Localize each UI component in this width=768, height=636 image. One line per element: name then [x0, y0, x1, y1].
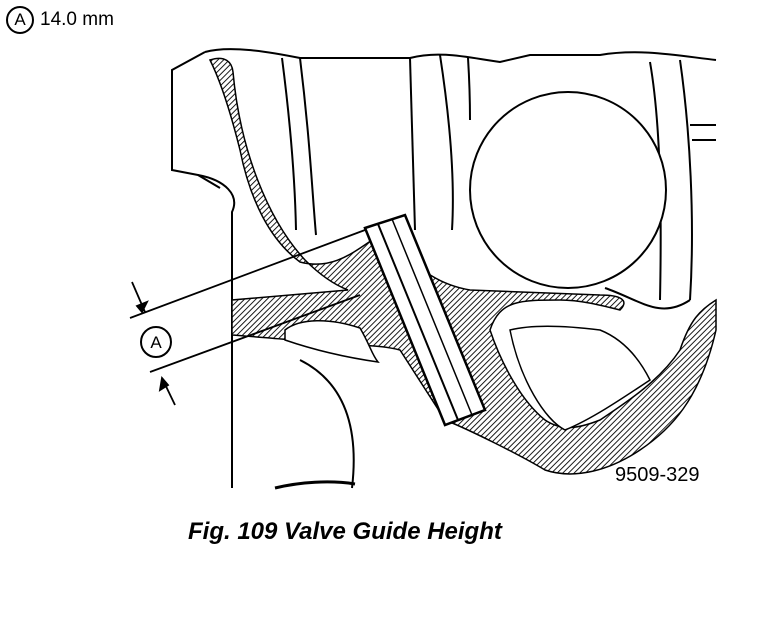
legend-marker-label: A	[14, 10, 26, 29]
valve-guide	[363, 213, 487, 427]
legend-value: 14.0 mm	[40, 9, 114, 30]
lower-port-edge	[274, 480, 356, 490]
valve-seat-circle	[469, 91, 667, 289]
figure-caption: Fig. 109 Valve Guide Height	[188, 518, 502, 545]
legend-marker-circle: A	[6, 6, 34, 34]
dimension-callout: A	[140, 326, 172, 358]
callout-circle	[140, 326, 172, 358]
dimension-legend: A 14.0 mm	[6, 6, 114, 34]
callout-label: A	[150, 333, 162, 352]
cylinder-head-outline	[171, 48, 717, 489]
figure-code: 9509-329	[615, 464, 700, 486]
dimension-lines	[129, 229, 366, 406]
